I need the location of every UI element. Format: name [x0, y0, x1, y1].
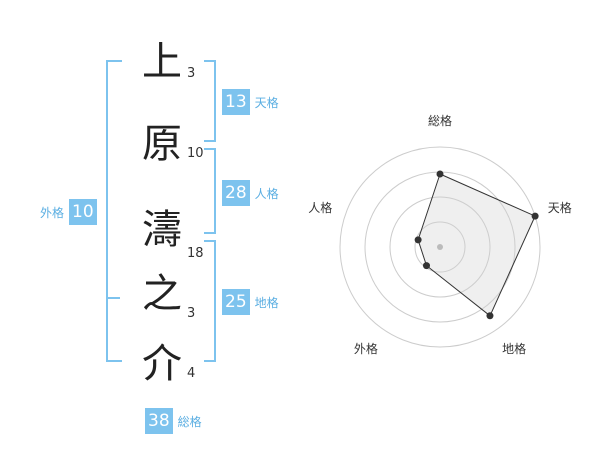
- radar-axis-label: 外格: [354, 341, 378, 356]
- stroke-count-5: 4: [187, 366, 196, 381]
- jinkaku-bracket: [204, 148, 216, 234]
- stroke-count-1: 3: [187, 66, 196, 81]
- radar-point: [422, 262, 430, 270]
- gaikaku-badge: 外格 10: [40, 199, 97, 225]
- stroke-count-4: 3: [187, 306, 196, 321]
- gaikaku-bracket: [106, 60, 122, 362]
- name-char-4: 之: [142, 271, 182, 317]
- name-char-5: 介: [142, 341, 182, 387]
- chikaku-value: 25: [222, 289, 250, 315]
- gaikaku-label: 外格: [40, 205, 65, 220]
- stroke-count-2: 10: [187, 146, 204, 161]
- radar-axis-label: 天格: [548, 200, 572, 215]
- jinkaku-badge: 28 人格: [222, 180, 279, 206]
- chikaku-bracket: [204, 240, 216, 362]
- radar-axis-label: 総格: [428, 113, 452, 128]
- radar-axis-label: 人格: [308, 200, 332, 215]
- radar-axis-label: 地格: [502, 341, 526, 356]
- jinkaku-value: 28: [222, 180, 250, 206]
- gaikaku-bracket-tick: [106, 297, 120, 299]
- radar-rings: [339, 146, 541, 348]
- tenkaku-value: 13: [222, 89, 250, 115]
- tenkaku-badge: 13 天格: [222, 89, 279, 115]
- radar-center: [437, 244, 443, 250]
- radar-ring: [389, 196, 491, 298]
- radar-point: [414, 236, 422, 244]
- chikaku-badge: 25 地格: [222, 289, 279, 315]
- tenkaku-bracket: [204, 60, 216, 142]
- name-char-3: 濤: [142, 207, 182, 253]
- jinkaku-label: 人格: [254, 186, 279, 201]
- radar-ring: [339, 146, 541, 348]
- stroke-count-3: 18: [187, 246, 204, 261]
- radar-polygon: [417, 173, 536, 317]
- gaikaku-value: 10: [69, 199, 97, 225]
- name-char-2: 原: [142, 121, 182, 167]
- radar-ring: [414, 221, 466, 273]
- radar-points: [414, 170, 539, 320]
- soukaku-label: 総格: [177, 414, 202, 429]
- name-char-1: 上: [142, 39, 182, 85]
- radar-point: [486, 312, 494, 320]
- chikaku-label: 地格: [254, 295, 279, 310]
- tenkaku-label: 天格: [254, 95, 279, 110]
- soukaku-badge: 38 総格: [145, 408, 202, 434]
- soukaku-value: 38: [145, 408, 173, 434]
- radar-point: [436, 170, 444, 178]
- radar-point: [531, 212, 539, 220]
